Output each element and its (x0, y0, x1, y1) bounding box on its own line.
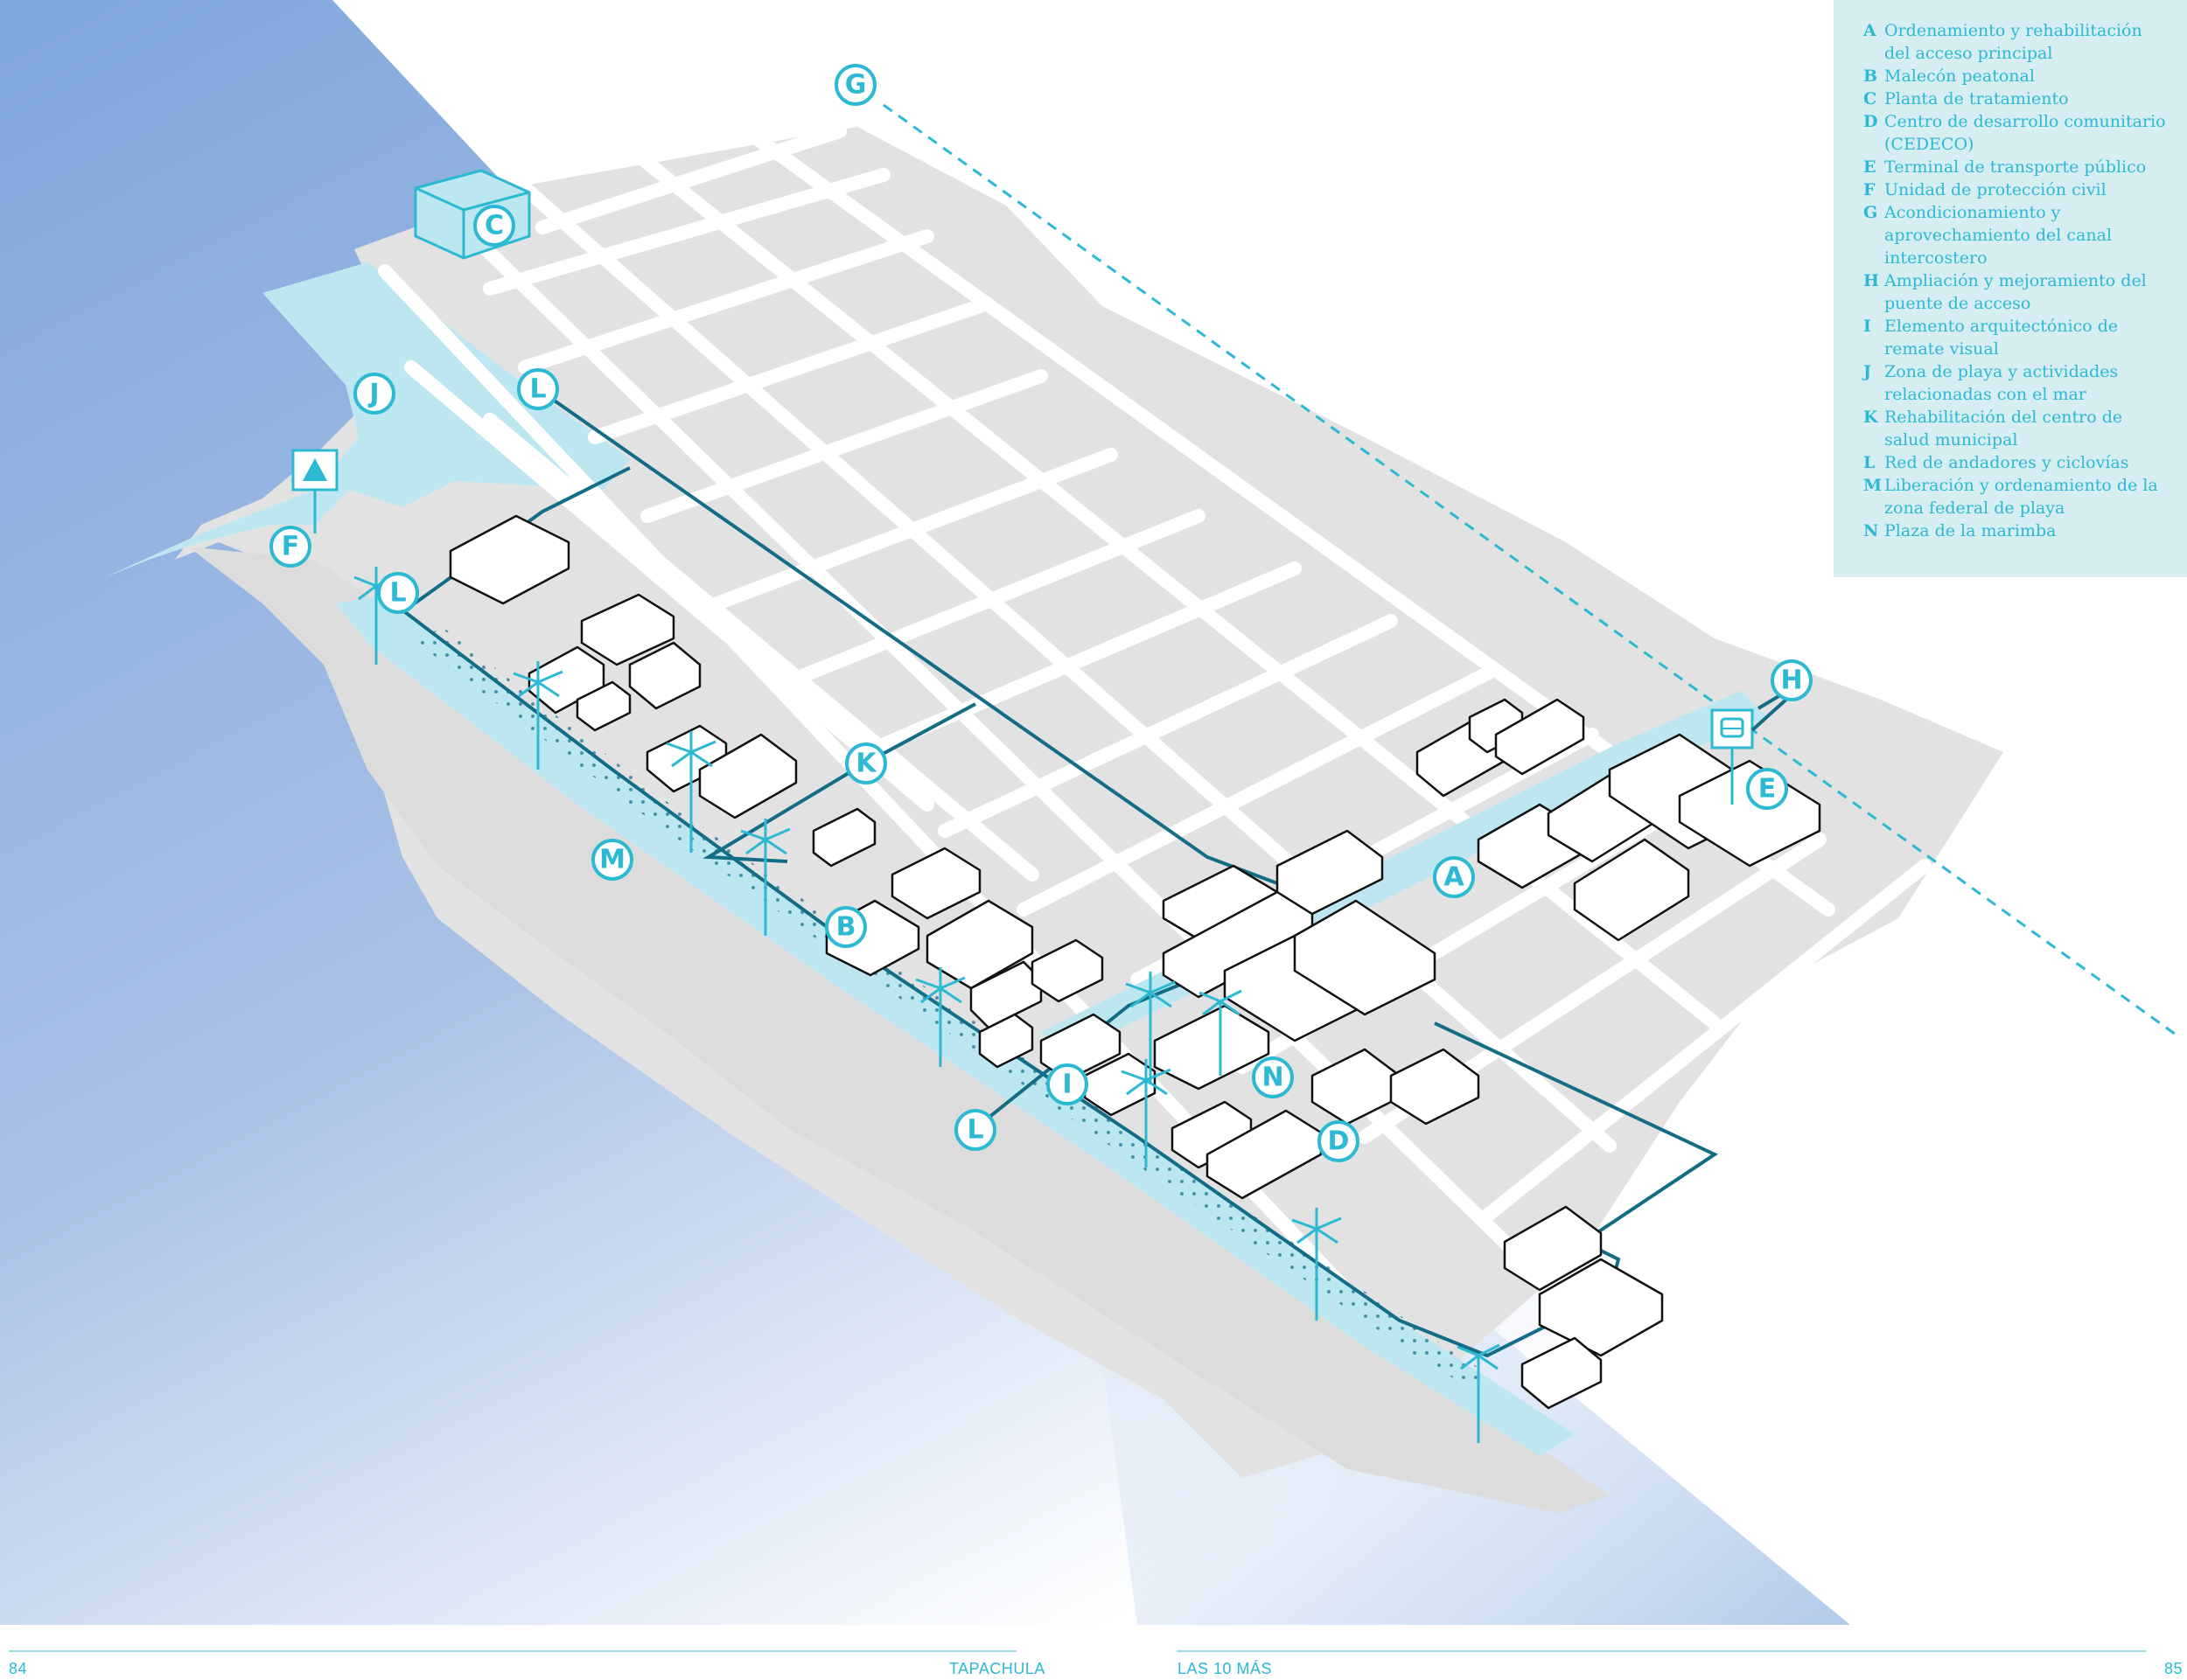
legend-key: H (1863, 271, 1879, 290)
legend-item-b: B Malecón peatonal (1863, 65, 2171, 87)
legend-key: M (1863, 476, 1883, 495)
marker-h[interactable]: H (1771, 659, 1813, 701)
svg-text:F: F (282, 532, 300, 562)
legend-key: B (1863, 66, 1878, 86)
legend-text: Unidad de protección civil (1884, 180, 2107, 199)
palm-tree (915, 967, 966, 1067)
legend-key: J (1863, 362, 1871, 381)
svg-text:K: K (856, 749, 877, 779)
legend-item-g: G Acondicionamiento y aprovechamiento del… (1863, 201, 2171, 269)
legend-item-i: I Elemento arquitectónico de remate visua… (1863, 315, 2171, 360)
marker-f[interactable]: F (269, 526, 311, 568)
palm-tree (1125, 972, 1176, 1084)
legend-text: Zona de playa y actividades relacionadas… (1884, 362, 2119, 404)
svg-text:D: D (1328, 1126, 1350, 1157)
legend-text: Red de andadores y ciclovías (1884, 453, 2129, 472)
legend-text: Ampliación y mejoramiento del puente de … (1884, 271, 2147, 313)
svg-text:L: L (389, 578, 406, 609)
legend-item-l: L Red de andadores y ciclovías (1863, 451, 2171, 474)
legend-item-a: A Ordenamiento y rehabilitación del acces… (1863, 19, 2171, 65)
page-number-left: 84 (9, 1660, 28, 1677)
marker-d[interactable]: D (1317, 1120, 1359, 1162)
marker-c[interactable]: C (473, 205, 515, 247)
legend-panel: A Ordenamiento y rehabilitación del acces… (1834, 0, 2187, 577)
legend-list: A Ordenamiento y rehabilitación del acces… (1863, 19, 2171, 542)
legend-text: Liberación y ordenamiento de la zona fed… (1884, 476, 2158, 518)
svg-text:H: H (1780, 666, 1802, 696)
svg-text:A: A (1443, 862, 1464, 893)
legend-text: Centro de desarrollo comunitario (CEDECO… (1884, 112, 2166, 154)
legend-text: Elemento arquitectónico de remate visual (1884, 317, 2119, 359)
legend-item-j: J Zona de playa y actividades relacionada… (1863, 360, 2171, 406)
legend-key: E (1863, 157, 1876, 177)
svg-text:J: J (367, 379, 379, 409)
palm-tree (513, 661, 563, 770)
palm-tree (666, 731, 716, 853)
legend-item-d: D Centro de desarrollo comunitario (CEDEC… (1863, 110, 2171, 156)
marker-l-south[interactable]: L (954, 1109, 996, 1151)
bridge-link (1750, 695, 1791, 732)
legend-key: N (1863, 521, 1879, 540)
svg-text:B: B (836, 912, 856, 943)
buildings (449, 514, 1821, 1410)
marker-b[interactable]: B (825, 906, 867, 948)
legend-key: D (1863, 112, 1878, 131)
canal-intercostero-line (883, 103, 2179, 1038)
palm-tree (1291, 1208, 1342, 1321)
marker-n[interactable]: N (1252, 1056, 1294, 1098)
svg-text:L: L (967, 1115, 983, 1146)
zone-j-water (105, 262, 630, 577)
footer-rule-right (1177, 1650, 2146, 1652)
triangle-icon (291, 449, 339, 533)
land-area (175, 127, 2003, 1513)
legend-item-n: N Plaza de la marimba (1863, 519, 2171, 542)
svg-text:E: E (1758, 774, 1777, 805)
svg-text:C: C (485, 211, 504, 241)
legend-key: I (1863, 317, 1871, 336)
marker-k[interactable]: K (845, 742, 887, 784)
running-title-right: LAS 10 MÁS (1177, 1660, 1273, 1677)
footer-rule-left (9, 1650, 1017, 1652)
marker-i[interactable]: I (1046, 1063, 1088, 1105)
svg-text:G: G (845, 70, 867, 101)
palm-tree (1457, 1343, 1500, 1443)
legend-text: Plaza de la marimba (1884, 521, 2057, 540)
palm-tree (1121, 1059, 1171, 1168)
legend-item-k: K Rehabilitación del centro de salud muni… (1863, 406, 2171, 451)
legend-key: G (1863, 203, 1878, 222)
svg-text:L: L (529, 374, 546, 405)
legend-key: C (1863, 89, 1877, 108)
marker-m[interactable]: M (591, 839, 633, 881)
palm-trees (353, 567, 1500, 1443)
legend-text: Terminal de transporte público (1884, 157, 2147, 177)
palm-tree (1198, 989, 1242, 1076)
marker-l-north[interactable]: L (517, 368, 559, 410)
legend-item-e: E Terminal de transporte público (1863, 156, 2171, 178)
legend-key: K (1863, 408, 1878, 427)
marker-a[interactable]: A (1433, 856, 1475, 898)
marker-l-west[interactable]: L (377, 572, 419, 614)
legend-text: Rehabilitación del centro de salud munic… (1884, 408, 2123, 450)
marker-j[interactable]: J (353, 373, 395, 415)
palm-tree (740, 819, 791, 936)
legend-key: A (1863, 21, 1876, 40)
svg-text:N: N (1261, 1063, 1283, 1093)
legend-text: Planta de tratamiento (1884, 89, 2069, 108)
legend-text: Malecón peatonal (1884, 66, 2035, 86)
page-number-right: 85 (2164, 1660, 2184, 1677)
legend-text: Acondicionamiento y aprovechamiento del … (1884, 203, 2113, 268)
running-title-left: TAPACHULA (949, 1660, 1045, 1677)
marker-e[interactable]: E (1746, 768, 1788, 810)
legend-item-c: C Planta de tratamiento (1863, 87, 2171, 110)
marker-g[interactable]: G (835, 64, 877, 106)
svg-text:M: M (599, 845, 625, 875)
legend-key: L (1863, 453, 1876, 472)
legend-item-f: F Unidad de protección civil (1863, 178, 2171, 201)
legend-text: Ordenamiento y rehabilitación del acceso… (1884, 21, 2142, 63)
svg-text:I: I (1062, 1070, 1072, 1100)
legend-key: F (1863, 180, 1876, 199)
legend-item-h: H Ampliación y mejoramiento del puente de… (1863, 269, 2171, 315)
